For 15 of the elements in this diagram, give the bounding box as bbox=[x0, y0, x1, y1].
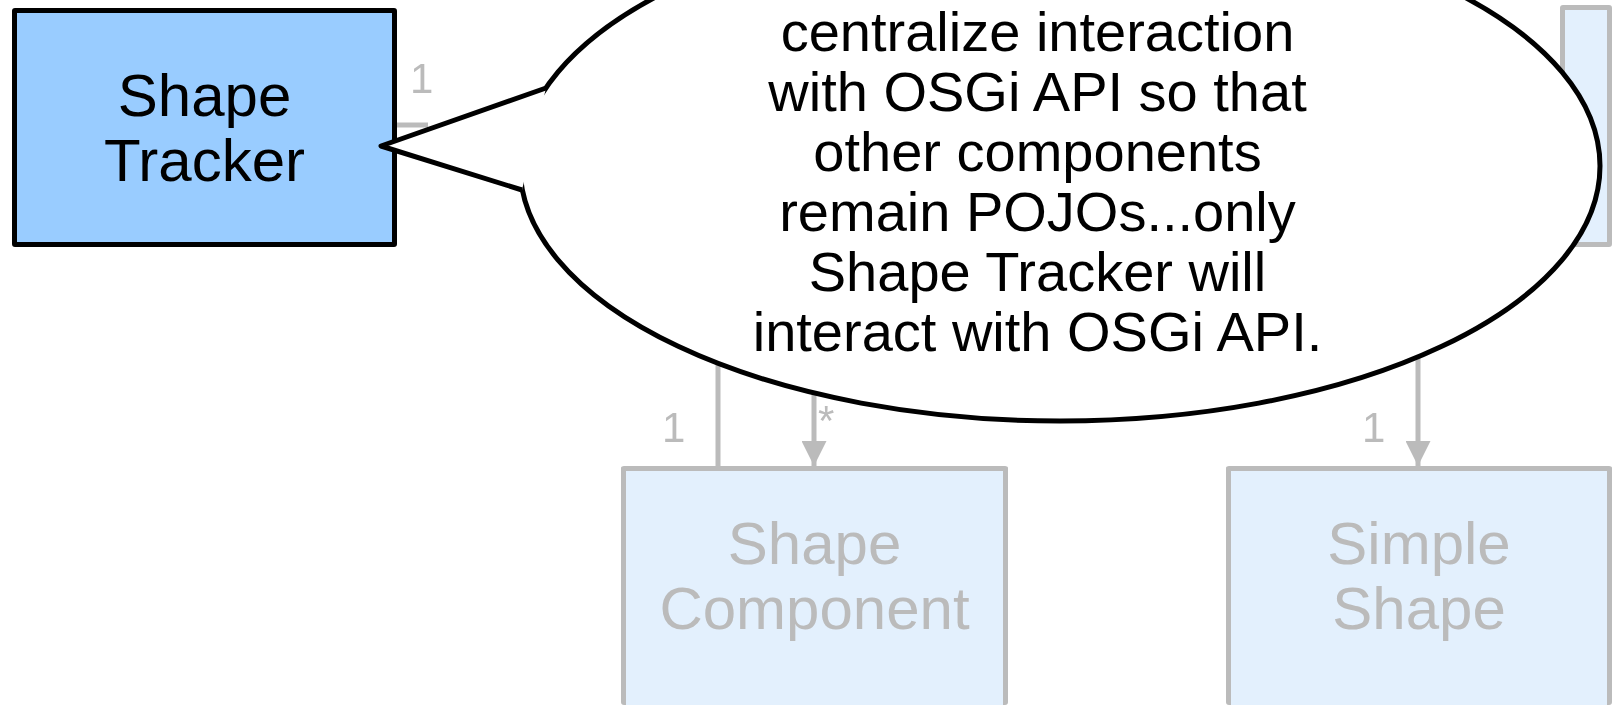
multiplicity-label: * bbox=[818, 400, 835, 442]
class-box bbox=[621, 466, 1008, 705]
connector-line bbox=[715, 363, 721, 466]
connector-line bbox=[397, 122, 428, 128]
multiplicity-label: 1 bbox=[1362, 407, 1386, 449]
multiplicity-label: 1 bbox=[410, 58, 434, 100]
class-name: Shape Tracker bbox=[102, 62, 307, 193]
connector-line bbox=[801, 393, 827, 466]
class-box bbox=[12, 8, 397, 247]
multiplicity-label: 1 bbox=[662, 407, 686, 449]
class-name: Simple Shape bbox=[1326, 511, 1512, 641]
class-name: Shape Component bbox=[658, 511, 971, 641]
callout-text: centralize interaction with OSGi API so that other components remain POJOs...only Shape Tracker will interact with OSGi API. bbox=[751, 2, 1324, 362]
class-box bbox=[1226, 466, 1612, 705]
connector-line bbox=[1405, 356, 1431, 466]
